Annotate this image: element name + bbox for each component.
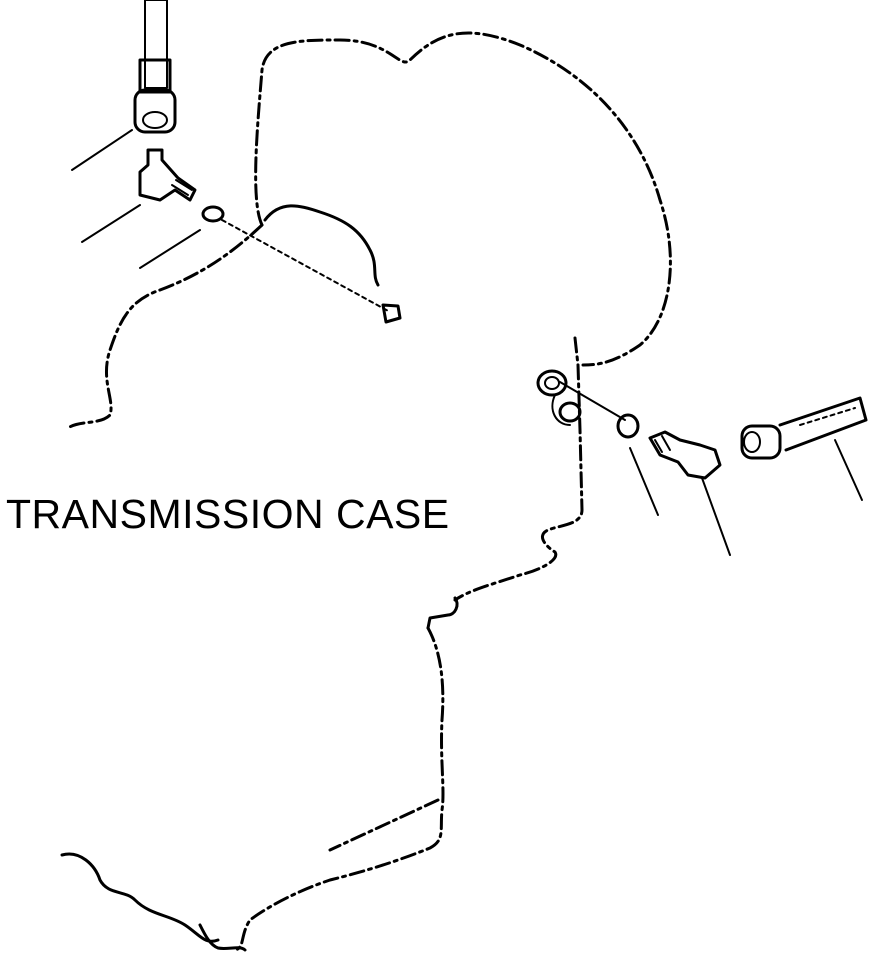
- case-left-outline: [66, 223, 264, 430]
- upper-hose-assembly: [71, 0, 402, 324]
- transmission-case-label: TRANSMISSION CASE: [6, 491, 450, 537]
- right-port-bolt: [558, 401, 582, 423]
- upper-o-ring: [201, 205, 225, 223]
- right-leader-3: [834, 439, 863, 501]
- right-elbow-fitting: [648, 430, 722, 480]
- upper-port: [381, 303, 402, 324]
- case-lower-outline: [233, 626, 445, 952]
- upper-leader-1: [71, 129, 133, 171]
- right-hose: [778, 396, 868, 452]
- right-port-boss: [536, 369, 568, 397]
- upper-hose: [144, 0, 168, 89]
- right-connection-line: [559, 381, 626, 421]
- flange-edge: [453, 336, 584, 602]
- right-o-ring: [616, 413, 640, 439]
- upper-leader-3: [139, 229, 201, 269]
- flange-notch: [426, 596, 459, 630]
- right-hose-nut: [740, 424, 782, 460]
- case-lower-inner-line: [328, 798, 440, 852]
- case-bottom-notch: [198, 923, 247, 952]
- upper-hose-nut: [133, 88, 177, 134]
- upper-elbow-fitting: [138, 148, 197, 202]
- housing-upper-outline: [254, 31, 672, 367]
- right-leader-2: [701, 477, 731, 556]
- housing-seam: [263, 204, 380, 287]
- upper-hose-sleeve: [138, 58, 172, 94]
- upper-connection-line: [221, 219, 391, 313]
- right-hose-assembly: [536, 369, 868, 556]
- upper-leader-2: [81, 204, 141, 243]
- case-lower-left-edge: [60, 852, 220, 943]
- right-leader-1: [629, 447, 659, 516]
